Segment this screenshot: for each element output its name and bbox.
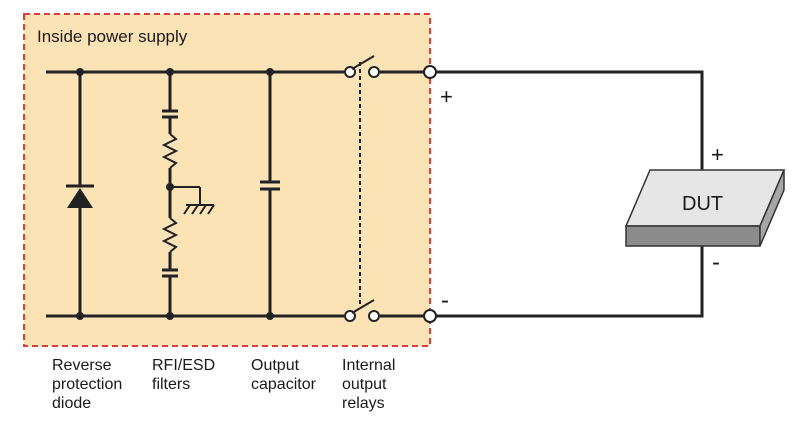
region-label: Inside power supply (37, 27, 188, 46)
dut-block (624, 169, 786, 247)
power-supply-region (23, 13, 431, 347)
svg-text:output: output (342, 376, 387, 393)
plus-terminal-icon (423, 65, 437, 79)
svg-text:capacitor: capacitor (251, 376, 317, 393)
diode-icon (66, 72, 94, 316)
dut-minus-label: - (712, 249, 720, 276)
dut-plus-label: + (711, 142, 724, 167)
caption-diode: Reverse protection diode (52, 357, 122, 412)
svg-text:Internal: Internal (342, 357, 395, 374)
caption-capacitor: Output capacitor (251, 357, 317, 393)
svg-text:protection: protection (52, 376, 122, 393)
minus-output-label: - (441, 287, 449, 314)
svg-text:Reverse: Reverse (52, 357, 112, 374)
filter-network-icon (161, 72, 215, 316)
plus-output-label: + (440, 84, 453, 109)
dut-label: DUT (682, 193, 723, 215)
svg-text:relays: relays (342, 395, 385, 412)
caption-relays: Internal output relays (342, 357, 395, 412)
output-capacitor-icon (260, 72, 280, 316)
positive-lead (436, 70, 704, 178)
svg-text:Output: Output (251, 357, 300, 374)
caption-filters: RFI/ESD filters (152, 357, 215, 393)
negative-lead (436, 246, 704, 318)
minus-terminal-icon (423, 309, 437, 323)
relay-switch-icon (344, 55, 380, 322)
svg-text:filters: filters (152, 376, 190, 393)
svg-text:diode: diode (52, 395, 91, 412)
svg-text:RFI/ESD: RFI/ESD (152, 357, 215, 374)
